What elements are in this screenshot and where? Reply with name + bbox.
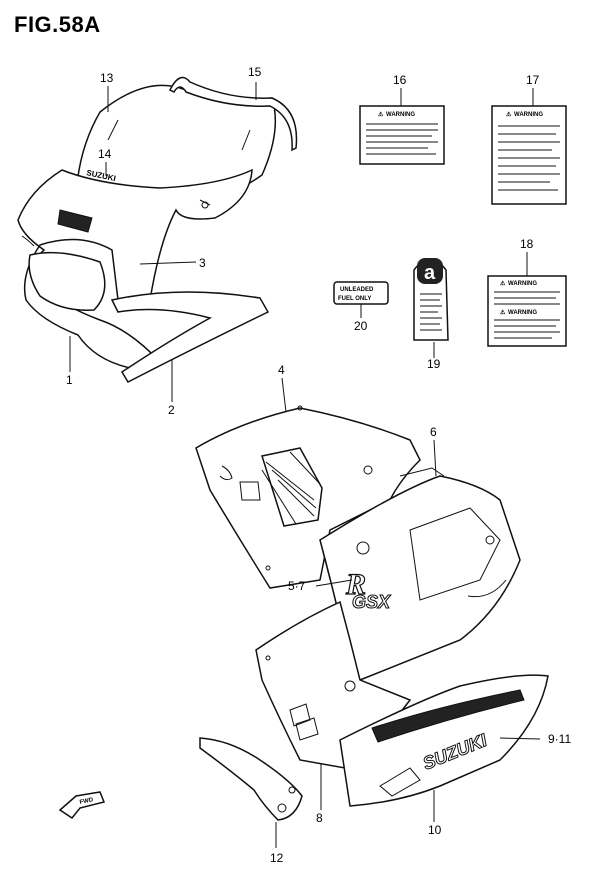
- part-4-inner-panel: [195, 405, 421, 589]
- callout-1: 1: [66, 373, 73, 387]
- callout-3: 3: [199, 256, 206, 270]
- callout-19: 19: [427, 357, 441, 371]
- figure-title: FIG.58A: [14, 12, 101, 37]
- svg-text:WARNING: WARNING: [508, 281, 537, 287]
- callout-16: 16: [393, 73, 407, 87]
- svg-text:WARNING: WARNING: [386, 112, 415, 118]
- part-2-lower-lip: [110, 291, 270, 383]
- callout-15: 15: [248, 65, 262, 79]
- part-15-trim-strip: [168, 76, 298, 152]
- callout-8: 8: [316, 811, 323, 825]
- callout-6: 6: [430, 425, 437, 439]
- callout-17: 17: [526, 73, 540, 87]
- leader-lines: [69, 82, 541, 848]
- part-19-info-label: a: [413, 258, 449, 341]
- callout-9-11: 9·11: [548, 732, 571, 746]
- part-12-bracket: [199, 737, 303, 821]
- fwd-arrow-icon: FWD: [58, 791, 106, 820]
- callout-13: 13: [100, 71, 114, 85]
- part-16-warning-decal: ⚠ WARNING: [359, 105, 445, 165]
- part-20-fuel-label: UNLEADED FUEL ONLY: [333, 281, 389, 305]
- part-1-upper-cowling: [17, 168, 253, 369]
- callout-18: 18: [520, 237, 534, 251]
- svg-text:WARNING: WARNING: [508, 310, 537, 316]
- callout-20: 20: [354, 319, 368, 333]
- svg-text:FWD: FWD: [79, 797, 94, 806]
- callout-12: 12: [270, 851, 284, 865]
- svg-text:R: R: [345, 568, 366, 601]
- callout-14: 14: [98, 147, 112, 161]
- svg-text:FUEL ONLY: FUEL ONLY: [338, 296, 371, 302]
- part-10-lower-side-cowl: SUZUKI: [339, 674, 549, 807]
- svg-text:⚠: ⚠: [500, 280, 506, 287]
- part-6-side-cowl: R GSX: [319, 467, 521, 681]
- callout-10: 10: [428, 823, 442, 837]
- svg-text:GSX: GSX: [352, 592, 391, 612]
- callout-2: 2: [168, 403, 175, 417]
- svg-text:⚠: ⚠: [500, 309, 506, 316]
- callouts: 13 14 15 16 17 18 19 20 3 1 2 4 6 5·7 9·…: [66, 65, 571, 865]
- svg-text:UNLEADED: UNLEADED: [340, 287, 374, 293]
- callout-4: 4: [278, 363, 285, 377]
- svg-text:a: a: [424, 262, 436, 284]
- svg-text:WARNING: WARNING: [514, 112, 543, 118]
- svg-text:⚠: ⚠: [506, 111, 512, 118]
- part-18-warning-decal: ⚠ WARNING ⚠ WARNING: [487, 275, 567, 347]
- callout-5-7: 5·7: [288, 579, 306, 593]
- part-17-warning-decal: ⚠ WARNING: [491, 105, 567, 205]
- svg-text:⚠: ⚠: [378, 111, 384, 118]
